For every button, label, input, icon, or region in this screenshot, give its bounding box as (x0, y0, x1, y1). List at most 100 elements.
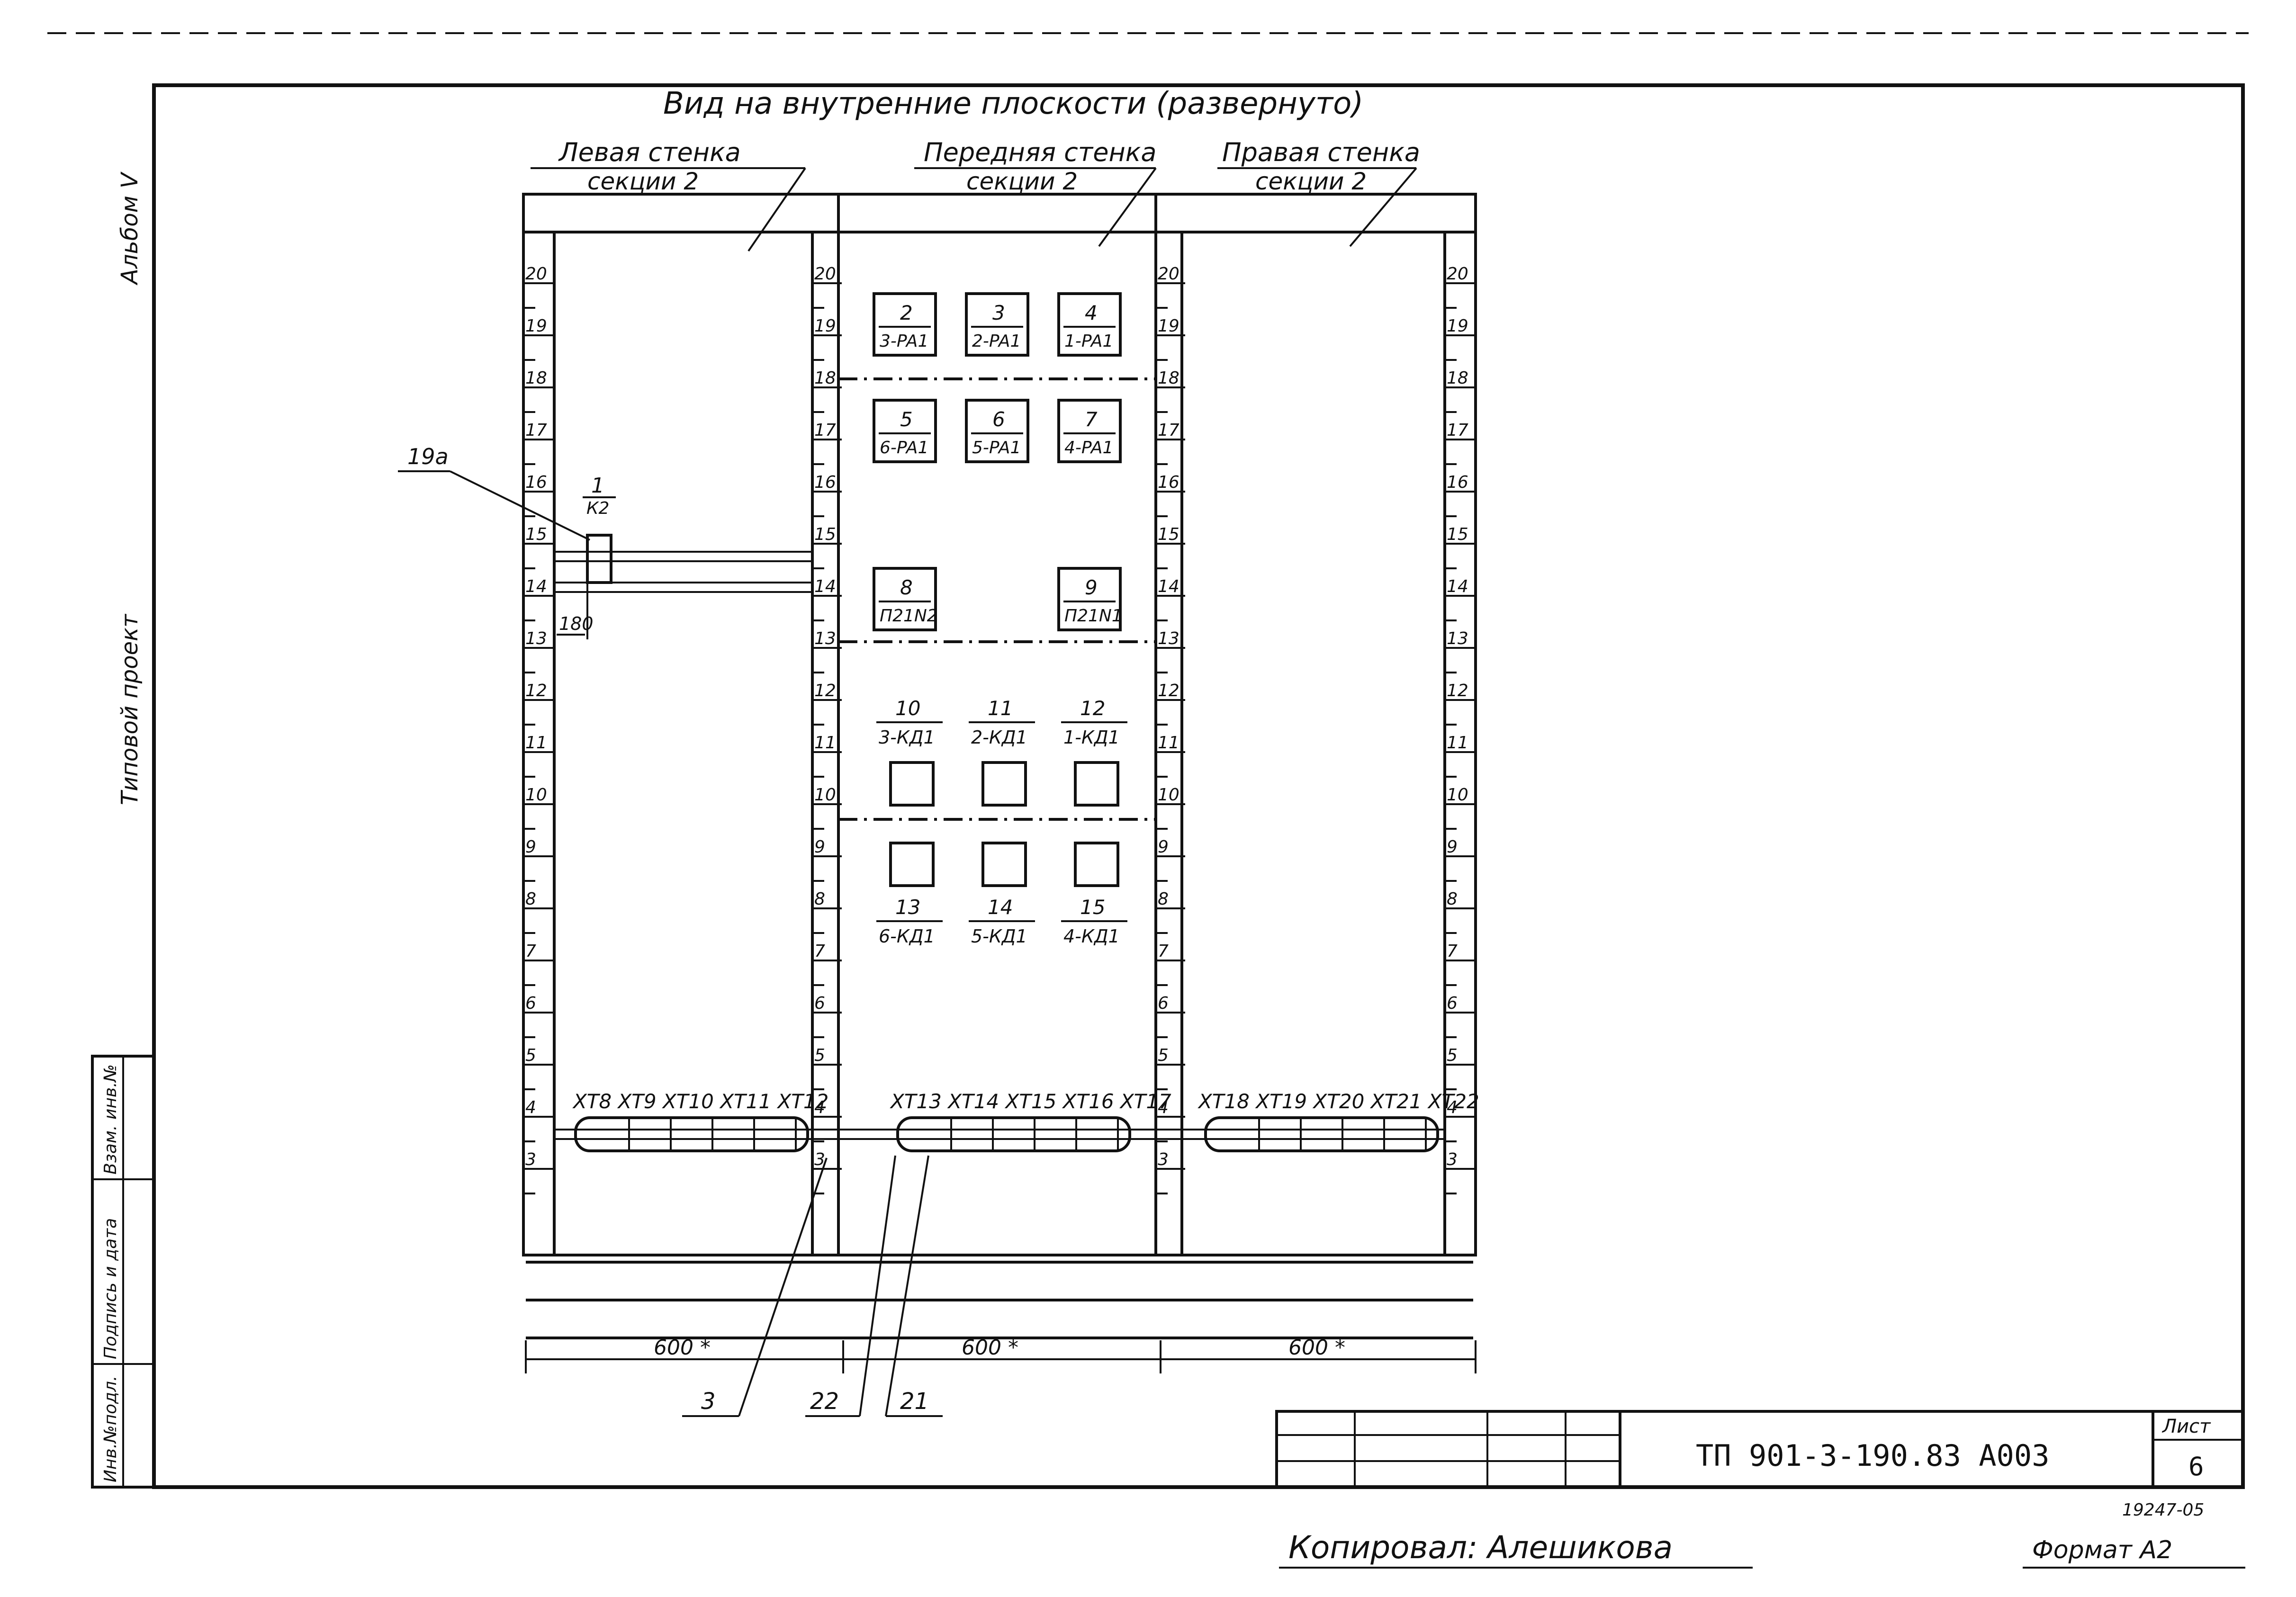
scale-number: 18 (525, 368, 547, 388)
terminal-block-right (1204, 1116, 1439, 1152)
device-box (1057, 292, 1122, 357)
scale-number: 5 (1447, 1046, 1458, 1065)
device-code: 2-PA1 (972, 332, 1021, 351)
device-box (965, 399, 1029, 463)
bottom-callouts: 3 22 21 (682, 1155, 943, 1417)
relay-15: 154-КД1 (1061, 842, 1127, 947)
stamp-col1-label: Инв.№подл. (101, 1376, 120, 1482)
relay-11: 112-КД1 (969, 697, 1035, 807)
device-box (873, 567, 937, 631)
scale-number: 14 (1158, 577, 1180, 596)
scale-number: 13 (1447, 629, 1468, 648)
device-6: 65-PA1 (965, 399, 1029, 463)
scale-number: 17 (814, 421, 836, 440)
front-wall-subtitle: секции 2 (966, 168, 1078, 195)
device-1: 1 К2 180 19а (398, 444, 812, 639)
device-7: 7 4-PA1 (1057, 399, 1122, 463)
scale-number: 19 (1447, 316, 1468, 336)
device-box (1057, 567, 1122, 631)
scale-number: 7 (525, 942, 536, 961)
relay-num: 10 (895, 697, 920, 720)
scale-number: 3 (1158, 1150, 1169, 1169)
callout-19a: 19а (407, 444, 449, 469)
scale-number: 6 (525, 994, 536, 1013)
left-stamp-strip: Инв.№подл. Подпись и дата Взам. инв.№ (91, 1055, 155, 1489)
scale-number: 14 (814, 577, 836, 596)
dim-front: 600 * (962, 1336, 1018, 1360)
scale-number: 9 (1158, 837, 1169, 857)
front-wall-title: Передняя стенка (924, 137, 1156, 167)
scale-number: 16 (814, 473, 836, 492)
device-num: 6 (992, 408, 1005, 431)
cabinet-section (522, 193, 1477, 1339)
scale-number: 17 (1158, 421, 1180, 440)
scale-number: 16 (1447, 473, 1468, 492)
stamp-col2-label: Подпись и дата (101, 1218, 120, 1359)
scale-number: 13 (814, 629, 836, 648)
device-5: 5 6-PA1 (873, 399, 937, 463)
scale-number: 10 (814, 785, 836, 805)
device-num: 8 (900, 576, 913, 599)
relay-num: 11 (988, 697, 1013, 720)
relay-num: 15 (1080, 896, 1105, 919)
scale-number: 4 (1447, 1098, 1458, 1117)
scale-number: 15 (525, 525, 547, 544)
relay-10: 103-КД1 (876, 697, 943, 807)
relay-num: 12 (1080, 697, 1105, 720)
device-code: 4-PA1 (1064, 438, 1113, 458)
front-devices: 23-PA132-PA141-PA156-PA165-PA174-PA18П21… (873, 292, 1127, 947)
dim-180: 180 (559, 613, 594, 634)
scale-number: 16 (525, 473, 547, 492)
scale-number: 14 (525, 577, 547, 596)
terminal-block-front (896, 1116, 1131, 1152)
relay-12: 12 1-КД1 (1061, 697, 1127, 807)
scale-number: 3 (814, 1150, 825, 1169)
scale-number: 17 (525, 421, 547, 440)
relay-13: 136-КД1 (876, 842, 943, 947)
relay-num: 13 (895, 896, 920, 919)
scale-number: 5 (814, 1046, 825, 1065)
project-label: Типовой проект (117, 613, 143, 805)
device-code: 6-PA1 (880, 438, 928, 458)
relay-box (1074, 842, 1119, 887)
device-box (873, 399, 937, 463)
view-title: Вид на внутренние плоскости (развернуто) (663, 86, 1363, 121)
device-num: 3 (992, 301, 1005, 324)
right-wall-title: Правая стенка (1222, 137, 1420, 167)
scale-number: 20 (1158, 264, 1180, 284)
scale-number: 5 (525, 1046, 536, 1065)
scale-number: 18 (1447, 368, 1468, 388)
scale-number: 19 (814, 316, 836, 336)
dim-left: 600 * (654, 1336, 711, 1360)
scale-number: 10 (525, 785, 547, 805)
device-num: 2 (900, 301, 913, 324)
device-box (1057, 399, 1122, 463)
scale-number: 10 (1158, 785, 1180, 805)
dimension-line: 600 * 600 * 600 * (525, 1336, 1477, 1373)
terminals-right-label: XT18 XT19 XT20 XT21 XT22 (1198, 1090, 1479, 1113)
right-wall-subtitle: секции 2 (1255, 168, 1367, 195)
relay-14: 145-КД1 (969, 842, 1035, 947)
scale-number: 6 (1158, 994, 1169, 1013)
scale-number: 4 (814, 1098, 825, 1117)
scale-number: 15 (814, 525, 836, 544)
device-num: 5 (900, 408, 913, 431)
relay-code: 1-КД1 (1063, 727, 1120, 748)
device-code: П21N1 (1064, 606, 1123, 626)
scale-number: 20 (525, 264, 547, 284)
scale-number: 8 (1158, 889, 1169, 909)
scale-number: 12 (1447, 681, 1468, 700)
scale-number: 13 (1158, 629, 1180, 648)
copied-by: Копировал: Алешикова (1288, 1529, 1673, 1566)
scale-number: 11 (1447, 733, 1468, 753)
device-code: 3-PA1 (880, 332, 928, 351)
callout-22: 22 (810, 1388, 839, 1415)
album-label: Альбом V (117, 171, 143, 286)
scale-number: 19 (525, 316, 547, 336)
terminal-blocks (554, 1116, 1445, 1152)
scale-number: 9 (814, 837, 825, 857)
title-block: ТП 901-3-190.83 А003 Лист 6 (1275, 1410, 2244, 1489)
device-num: 7 (1085, 408, 1098, 431)
